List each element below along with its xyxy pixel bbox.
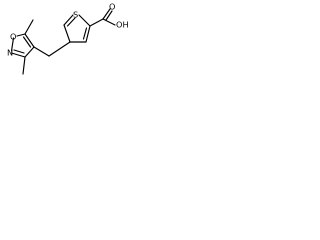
isoxazole-ring [10,33,35,58]
chemical-structure-diagram: O N S O OH [0,0,148,87]
carbonyl-oxygen-label: O [109,2,115,12]
bond-c4-c5-inner [22,36,32,48]
carboxylic-acid [89,8,116,27]
bond-c4t-c3t [63,24,71,43]
bond-carboxyl-carbonyl [102,8,111,20]
thiophene-ring [63,14,91,43]
bond-c3-c4 [24,46,35,58]
bond-c4-c5 [24,33,35,48]
sulfur-label-thiophene: S [73,10,78,20]
bond-c2t-c3t [85,25,91,43]
bond-c2t-c3t-inner [82,27,88,40]
linker-bond-thiophene [48,41,71,57]
bond-carboxyl-carbonyl-inner [105,10,113,21]
linker-bond-isoxazole [33,46,50,57]
bond-n2-c3 [10,52,26,58]
bond-c4t-c5t-inner [66,17,76,27]
bond-s-c2t [78,14,91,27]
hydroxyl-label: OH [116,20,129,30]
methyl-bond-c3 [22,56,26,75]
bond-ring-carboxyl [89,18,104,27]
oxygen-label-isoxazole: O [10,32,16,42]
bond-o1-n2 [10,37,15,52]
nitrogen-label-isoxazole: N [7,48,13,58]
methyl-bond-c5 [24,19,34,35]
bond-c3t-s [63,14,74,26]
methyl-groups [22,19,34,75]
bond-c5-o1 [16,33,26,37]
methylene-linker [33,41,71,57]
bond-n2-c3-inner [13,49,25,54]
bond-carboxyl-hydroxyl [102,18,116,26]
